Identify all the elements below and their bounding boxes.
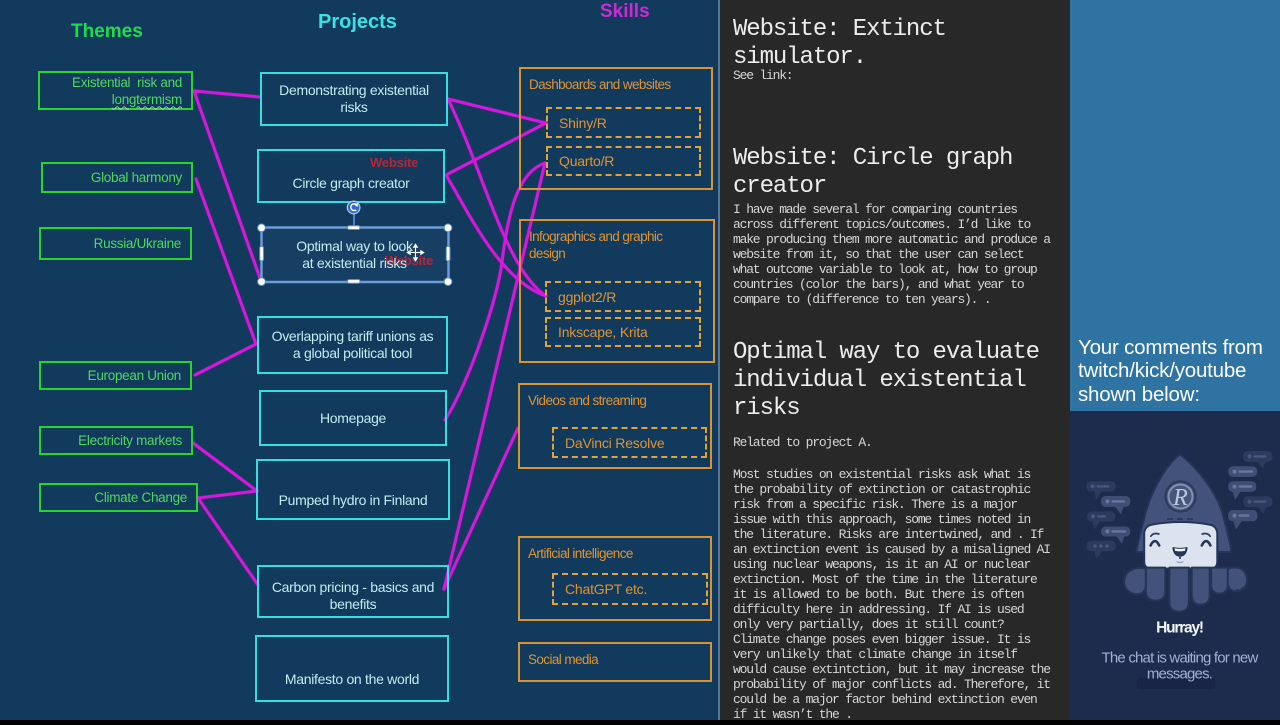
svg-text:The chat is waiting for new: The chat is waiting for new — [1102, 650, 1259, 667]
svg-text:messages.: messages. — [1147, 666, 1212, 683]
svg-text:Hurray!: Hurray! — [1156, 620, 1203, 637]
svg-text:R: R — [1172, 485, 1188, 511]
